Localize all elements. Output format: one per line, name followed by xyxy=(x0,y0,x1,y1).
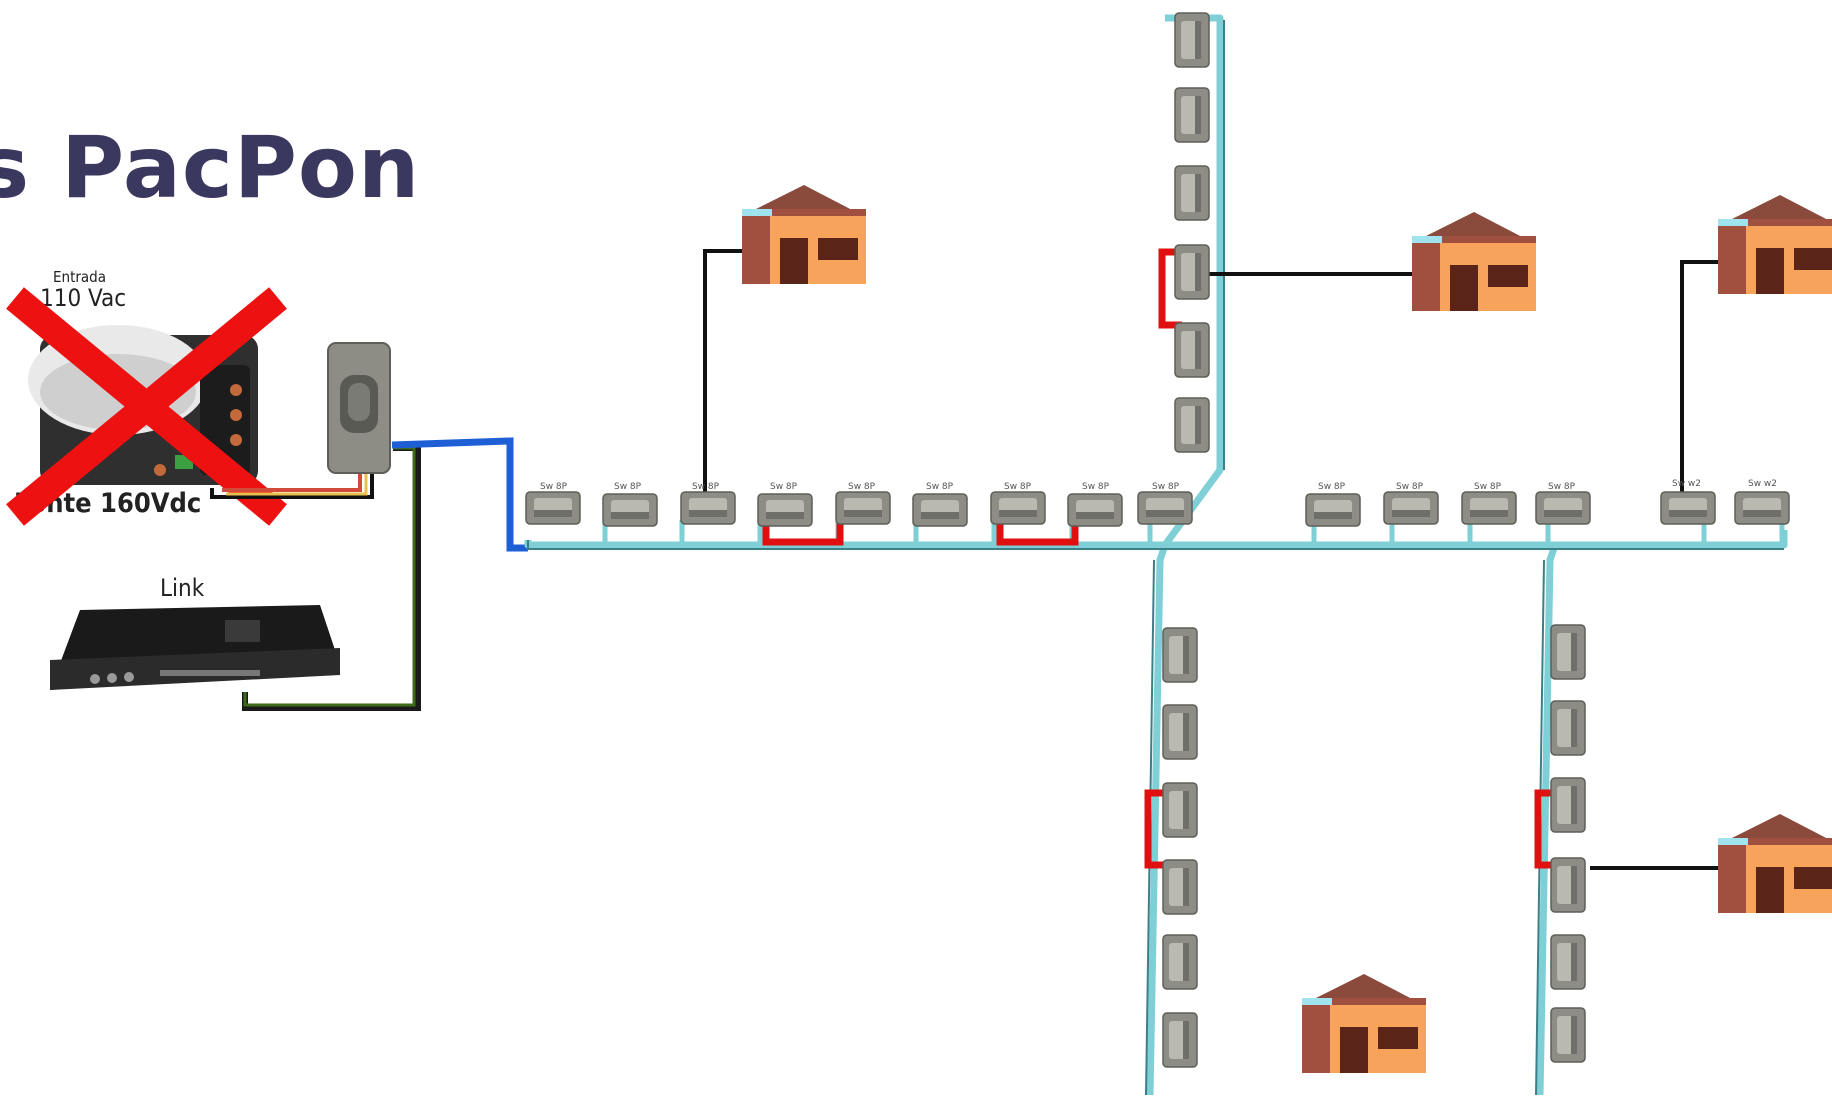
trunk-cable xyxy=(524,14,1788,1096)
red-jumper xyxy=(762,248,1558,869)
switch-label: Sw 8P xyxy=(1004,482,1032,492)
switch-icon xyxy=(525,491,1790,527)
switch-label: Sw 8P xyxy=(926,482,954,492)
red-cross-icon xyxy=(6,287,287,526)
switch-icon xyxy=(1174,12,1210,453)
switch-label: Sw 8P xyxy=(1474,482,1502,492)
switch-label: Sw 8P xyxy=(1318,482,1346,492)
link-rack-icon xyxy=(50,605,340,690)
switch-label: Sw 8P xyxy=(1152,482,1180,492)
house-icon xyxy=(742,185,866,284)
house-icon xyxy=(1412,212,1536,311)
house-icon xyxy=(1718,195,1832,294)
switch-label: Sw 8P xyxy=(540,482,568,492)
link-label: Link xyxy=(160,574,205,602)
input-label: Entrada xyxy=(53,268,107,286)
switch-label: Sw 8P xyxy=(1396,482,1424,492)
switch-label: Sw 8P xyxy=(1082,482,1110,492)
switch-label: Sw 8P xyxy=(1548,482,1576,492)
switch-label: Sw w2 xyxy=(1672,479,1701,489)
page-title: s PacPon xyxy=(0,118,421,218)
switch-label: Sw 8P xyxy=(848,482,876,492)
switch-label: Sw 8P xyxy=(692,482,720,492)
input-voltage-label: 110 Vac xyxy=(40,284,127,312)
house-icon xyxy=(1718,814,1832,913)
switch-icon xyxy=(1550,624,1586,1063)
media-converter-icon xyxy=(327,342,391,474)
switch-label: Sw 8P xyxy=(770,482,798,492)
switch-label: Sw w2 xyxy=(1748,479,1777,489)
switch-icon xyxy=(1162,627,1198,1068)
house-icon xyxy=(1302,974,1426,1073)
switch-label: Sw 8P xyxy=(614,482,642,492)
